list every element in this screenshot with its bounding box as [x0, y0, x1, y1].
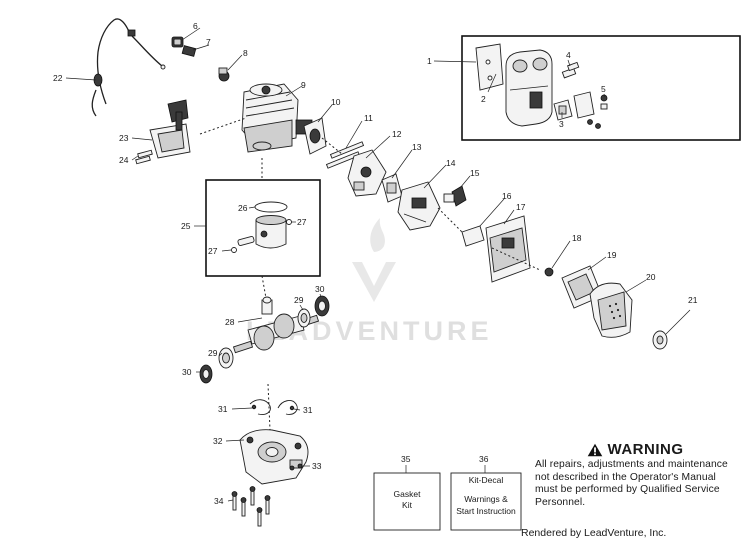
- buffer-part-7: [181, 45, 197, 57]
- muffler-gasket-part-3: [553, 99, 573, 121]
- callout-25: 25: [181, 221, 191, 231]
- cylinder-cover-part-20: [589, 282, 633, 338]
- warning-triangle-icon: [587, 443, 602, 456]
- callout-36: 36: [479, 454, 489, 464]
- callout-12: 12: [392, 129, 402, 139]
- callout-27b: 27: [208, 246, 218, 256]
- callout-8: 8: [243, 48, 248, 58]
- warning-heading: WARNING: [535, 441, 735, 458]
- callout-29b: 29: [208, 348, 218, 358]
- leadventure-watermark-logo: [352, 218, 396, 302]
- screws-part-34: [231, 486, 271, 527]
- callout-18: 18: [572, 233, 582, 243]
- gasket-part-13: [381, 173, 403, 203]
- cylinder-part: [241, 83, 313, 153]
- decal-kit-box: 36 Kit-Decal Warnings & Start Instructio…: [450, 454, 522, 531]
- callout-17: 17: [516, 202, 526, 212]
- air-filter-holder-part-14: [397, 181, 441, 231]
- piston-part: [255, 215, 287, 249]
- screws-part-33: [289, 463, 303, 471]
- crankcase-part: [239, 429, 309, 485]
- callout-2: 2: [481, 94, 486, 104]
- ignition-lead-part: [91, 18, 166, 117]
- callout-23: 23: [119, 133, 129, 143]
- module-screws-part-24: [135, 149, 153, 165]
- muffler-screw-part-4: [561, 61, 580, 79]
- crankcase-gasket-part-31b: [277, 400, 298, 415]
- decal-kit-line2: Start Instruction: [456, 506, 516, 516]
- callout-31a: 31: [218, 404, 228, 414]
- piston-kit-box: [205, 179, 321, 277]
- crankcase-gasket-part-31a: [249, 399, 271, 415]
- gasket-kit-line2: Kit: [402, 500, 413, 510]
- decal-kit-line1: Warnings &: [464, 494, 508, 504]
- warning-notice: WARNING All repairs, adjustments and mai…: [535, 441, 735, 510]
- assembly-lines: [199, 117, 541, 431]
- callout-24: 24: [119, 155, 129, 165]
- callout-15: 15: [470, 168, 480, 178]
- nut-part-18: [544, 267, 554, 277]
- callout-4: 4: [566, 50, 571, 60]
- callout-22: 22: [53, 73, 63, 83]
- seal-part-30a: [314, 295, 330, 317]
- warning-body-text: All repairs, adjustments and maintenance…: [535, 459, 728, 509]
- callout-13: 13: [412, 142, 422, 152]
- gasket-kit-box: 35 Gasket Kit: [373, 454, 441, 531]
- callout-33: 33: [312, 461, 322, 471]
- callout-21: 21: [688, 295, 698, 305]
- callout-34: 34: [214, 496, 224, 506]
- callout-7: 7: [206, 37, 211, 47]
- callout-5: 5: [601, 84, 606, 94]
- callout-1: 1: [427, 56, 432, 66]
- callout-30b: 30: [182, 367, 192, 377]
- muffler-screen-part: [573, 91, 595, 119]
- muffler-bracket-part: [475, 43, 504, 91]
- callout-27a: 27: [297, 217, 307, 227]
- seal-part-30b: [199, 364, 213, 384]
- decal-kit-title: Kit-Decal: [469, 475, 504, 485]
- callout-26: 26: [238, 203, 248, 213]
- warning-title-text: WARNING: [607, 441, 684, 458]
- callout-16: 16: [502, 191, 512, 201]
- leader-lines: [65, 27, 647, 502]
- air-filter-part-17: [485, 215, 531, 283]
- callout-29a: 29: [294, 295, 304, 305]
- muffler-body-part: [505, 49, 553, 127]
- crankshaft-part: [232, 296, 320, 354]
- muffler-bolts-part-5: [587, 94, 608, 129]
- carburetor-part-12: [347, 149, 387, 197]
- bearing-part-29a: [297, 308, 311, 328]
- callout-14: 14: [446, 158, 456, 168]
- callout-30a: 30: [315, 284, 325, 294]
- callout-20: 20: [646, 272, 656, 282]
- retainer-part-27b: [231, 247, 237, 253]
- callout-3: 3: [559, 119, 564, 129]
- callout-11: 11: [364, 113, 373, 123]
- decompression-valve-part-8: [218, 67, 230, 82]
- muffler-kit-box: [461, 35, 741, 141]
- rendered-by-credit: Rendered by LeadVenture, Inc.: [521, 527, 667, 539]
- callout-9: 9: [301, 80, 306, 90]
- gasket-part-16: [461, 225, 485, 247]
- retainer-part-27a: [286, 219, 292, 225]
- piston-ring-part-26: [254, 201, 288, 213]
- knob-part-21: [652, 309, 691, 350]
- ignition-module-part: [149, 99, 191, 159]
- bolts-part-11: [325, 141, 365, 169]
- callout-35: 35: [401, 454, 411, 464]
- primer-bulb-part-15: [443, 185, 467, 207]
- callout-labels: 1 2 3 4 5 6 7 8 9 10 11 12 13 14 15 16 1…: [53, 21, 698, 506]
- bearing-part-29b: [218, 347, 234, 369]
- piston-pin-part: [237, 236, 255, 246]
- nut-part-6: [171, 36, 184, 48]
- callout-32: 32: [213, 436, 223, 446]
- gasket-kit-line1: Gasket: [394, 489, 422, 499]
- callout-28: 28: [225, 317, 235, 327]
- callout-6: 6: [193, 21, 198, 31]
- intake-boot-part-10: [303, 117, 327, 155]
- callout-31b: 31: [303, 405, 313, 415]
- callout-10: 10: [331, 97, 341, 107]
- callout-19: 19: [607, 250, 617, 260]
